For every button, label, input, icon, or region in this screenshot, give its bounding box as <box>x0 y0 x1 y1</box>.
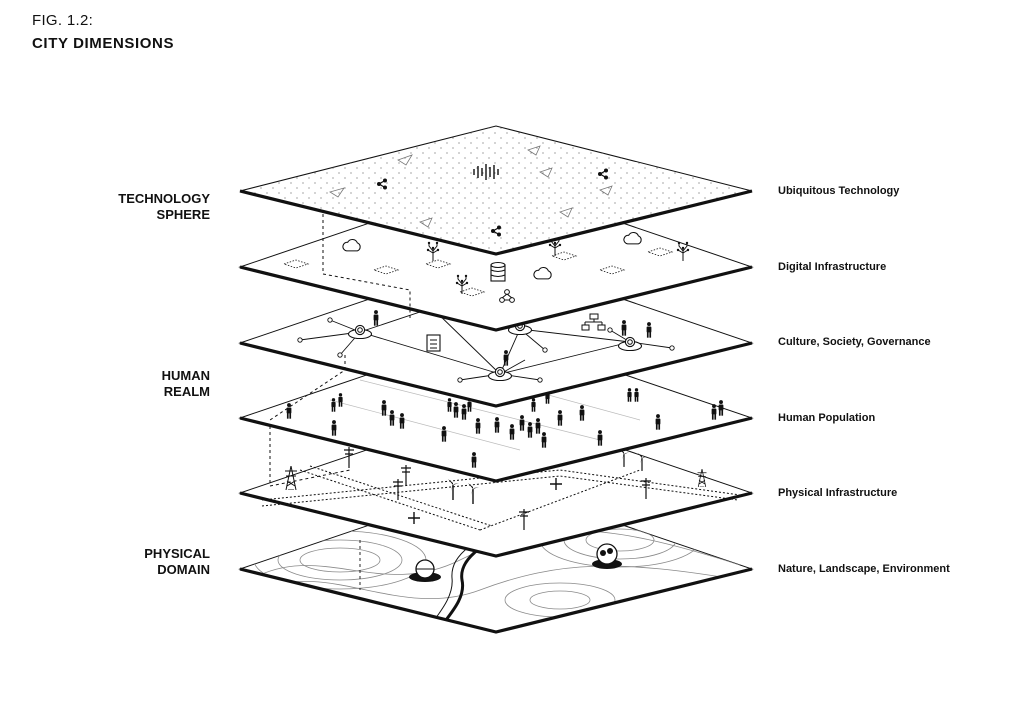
group-label-technology-sphere: TECHNOLOGY SPHERE <box>118 191 210 223</box>
soundwave-icon <box>473 164 499 180</box>
layer-label-human-population: Human Population <box>778 412 876 424</box>
org-chart-icon <box>581 313 606 331</box>
plus-road-icon <box>408 478 562 524</box>
layer-label-digital-infrastructure: Digital Infrastructure <box>778 261 887 273</box>
group-label-line: SPHERE <box>156 207 210 222</box>
group-label-line: PHYSICAL <box>144 546 210 561</box>
layer-ubiquitous-technology <box>239 125 753 256</box>
layer-label-nature-landscape-environment: Nature, Landscape, Environment <box>778 563 950 575</box>
layer-label-ubiquitous-technology: Ubiquitous Technology <box>778 185 900 197</box>
globe-icon <box>409 559 441 582</box>
group-label-line: HUMAN <box>161 368 210 383</box>
group-label-line: DOMAIN <box>157 562 210 577</box>
group-label-line: REALM <box>163 384 210 399</box>
layer-label-physical-infrastructure: Physical Infrastructure <box>778 487 898 499</box>
tree-dome-icon <box>592 543 622 569</box>
network-nodes-icon <box>499 289 515 303</box>
group-label-line: TECHNOLOGY <box>118 191 210 206</box>
group-label-physical-domain: PHYSICAL DOMAIN <box>144 546 210 578</box>
layer-label-culture-society-governance: Culture, Society, Governance <box>778 336 931 348</box>
figure-title: CITY DIMENSIONS <box>32 35 175 52</box>
figure-number: FIG. 1.2: <box>32 12 94 29</box>
checklist-icon <box>426 334 441 352</box>
group-label-human-realm: HUMAN REALM <box>162 368 210 400</box>
database-icon <box>490 261 506 282</box>
